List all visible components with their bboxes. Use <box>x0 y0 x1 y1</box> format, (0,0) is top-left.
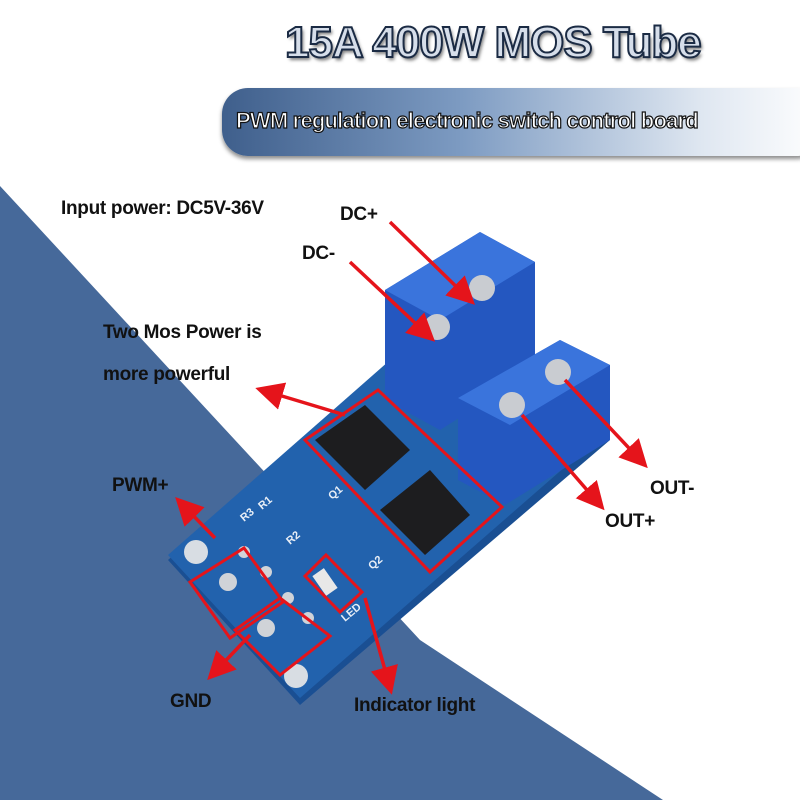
label-out-plus: OUT+ <box>605 511 656 532</box>
subtitle-banner <box>222 88 800 156</box>
label-mos-line1: Two Mos Power is <box>103 322 262 343</box>
callout-boxes <box>187 388 505 677</box>
label-dc-plus: DC+ <box>340 204 378 225</box>
led <box>312 568 338 596</box>
mosfet-q1 <box>315 405 410 490</box>
background-blue-shape <box>0 186 663 800</box>
terminal-block-output <box>458 340 610 505</box>
label-input-power: Input power: DC5V-36V <box>61 198 264 219</box>
label-out-minus: OUT- <box>650 478 695 499</box>
label-gnd: GND <box>170 691 212 712</box>
mosfet-q2 <box>380 470 470 555</box>
label-dc-minus: DC- <box>302 243 335 264</box>
label-mos-line2: more powerful <box>103 364 231 385</box>
label-pwm-plus: PWM+ <box>112 475 169 496</box>
subtitle: PWM regulation electronic switch control… <box>235 107 699 133</box>
callout-arrows <box>175 220 648 695</box>
label-indicator-light: Indicator light <box>354 695 476 716</box>
page-title: 15A 400W MOS Tube <box>284 17 703 68</box>
